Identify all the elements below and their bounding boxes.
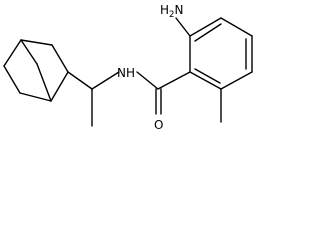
- bond: [20, 39, 38, 65]
- bond: [175, 17, 191, 37]
- amide-h: H: [126, 66, 135, 80]
- bond: [157, 71, 191, 90]
- amine-n: N: [174, 3, 183, 17]
- amide-nh-label: NH: [117, 66, 135, 80]
- amine-subscript: 2: [169, 10, 174, 20]
- amide-n: N: [117, 66, 126, 80]
- bond: [220, 71, 253, 90]
- carbonyl-oxygen-label: O: [154, 118, 163, 132]
- amine-label: H2N: [160, 3, 183, 20]
- bond: [36, 63, 52, 102]
- bond: [194, 23, 222, 42]
- bond: [3, 65, 21, 94]
- structure-diagram: H2N NH O: [3, 3, 253, 132]
- bond: [51, 44, 69, 73]
- bond: [50, 71, 69, 102]
- bond: [194, 68, 221, 84]
- bond: [67, 71, 93, 90]
- bond: [19, 92, 52, 102]
- atom-labels: H2N NH O: [117, 3, 183, 132]
- bond: [189, 17, 222, 37]
- bond: [3, 39, 22, 67]
- bond: [189, 71, 222, 90]
- bond: [220, 17, 253, 37]
- amine-h: H: [160, 3, 169, 17]
- bond: [136, 71, 159, 90]
- bond: [91, 71, 120, 90]
- bond: [20, 39, 53, 46]
- bond-lines: [3, 17, 253, 127]
